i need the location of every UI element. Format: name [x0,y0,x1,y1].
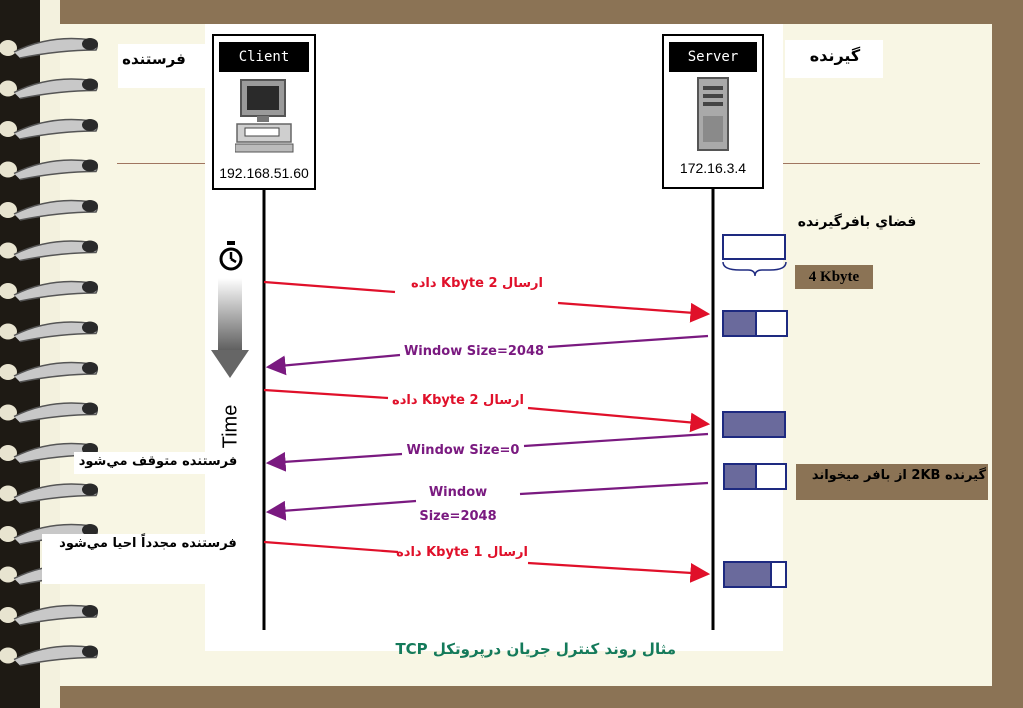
buffer-size-label: 4 Kbyte [795,265,873,289]
msg2-arrow [265,353,401,376]
msg5-label-line2: Size=2048 [419,509,497,524]
binder-hole [0,566,17,583]
sender-revives-box [42,534,248,584]
receiver-label-box [785,40,883,78]
page-hole [82,605,98,617]
client-ip: 192.168.51.60 [219,165,309,181]
page-rule-right [782,163,980,164]
binder-hole [0,445,17,461]
binder-hole [0,202,17,218]
sender-label-box [118,44,206,88]
binder-hole [0,80,17,97]
page-hole [82,645,98,658]
page-hole [82,402,98,415]
buffer-brace [722,261,787,277]
msg5-line-a [519,481,709,496]
binder-hole [0,283,17,299]
receiver-buffer [722,234,786,260]
page-hole [82,200,98,212]
sender-stops-label: فرستنده متوقف مي‌شود [78,454,238,469]
buffer-fill [724,312,757,335]
page-hole [82,119,98,131]
page-hole [82,159,98,172]
server-ip: 172.16.3.4 [679,160,747,176]
binder-rings [0,37,99,667]
time-label: Time [219,404,242,449]
msg1-label: ارسال 2 Kbyte داده [411,276,543,291]
msg5-arrow [265,499,417,521]
client-computer-icon [235,79,294,153]
buffer-space-label: فضاي بافرگيرنده [797,214,917,230]
receiver-label: گيرنده [809,46,861,65]
binder-hole [0,121,17,137]
msg1-arrow [557,301,711,323]
msg2-line-a [547,334,709,349]
page-hole [82,78,98,91]
msg3-line-a [263,388,389,400]
msg3-label: ارسال 2 Kbyte داده [392,393,524,408]
binder-hole [0,323,17,340]
binder-hole [0,526,17,542]
binder-hole [0,485,17,502]
msg4-arrow [265,451,403,472]
binder-hole [0,607,17,623]
msg6-label: ارسال 1 Kbyte داده [396,545,528,560]
receiver-buffer [722,310,788,337]
sender-revives-label: فرستنده مجدداً احيا مي‌شود [59,536,237,551]
msg6-line-a [263,540,399,554]
buffer-fill [725,563,772,586]
page-hole [82,321,98,334]
binder-hole [0,161,17,178]
time-arrow-shaft [218,278,242,350]
receiver-buffer [722,411,786,438]
diagram-caption: مثال روند کنترل جريان درپروتکل TCP [395,640,676,658]
server-title: Server [669,42,757,72]
time-arrow-head [211,350,249,378]
stopwatch-icon [219,241,243,271]
msg6-arrow [527,561,711,583]
page-hole [82,281,98,293]
binder-hole [0,647,17,664]
buffer-fill [725,465,757,488]
buffer-fill [724,413,784,436]
page-hole [82,362,98,374]
binder-hole [0,364,17,380]
binder-spine [0,0,40,708]
binder-hole [0,242,17,259]
msg2-label: Window Size=2048 [403,344,545,359]
msg3-arrow [527,406,711,433]
page-hole [82,483,98,496]
msg5-label-line1: Window [428,485,488,500]
binder-hole [0,404,17,421]
msg4-label: Window Size=0 [406,443,520,458]
msg4-line-a [523,432,709,448]
binder-hole [0,40,17,56]
page-hole [82,524,98,536]
receiver-buffer [723,561,787,588]
page-hole [82,38,98,50]
msg1-line-a [263,280,396,294]
receiver-reads-label: گيرنده 2KB از بافر ميخواند [796,464,988,500]
page-rule-left [117,163,207,164]
sender-stops-box [74,452,244,474]
sender-label: فرستنده [122,50,186,68]
server-tower-icon [697,77,729,151]
client-title: Client [219,42,309,72]
receiver-buffer [723,463,787,490]
page-hole [82,240,98,253]
